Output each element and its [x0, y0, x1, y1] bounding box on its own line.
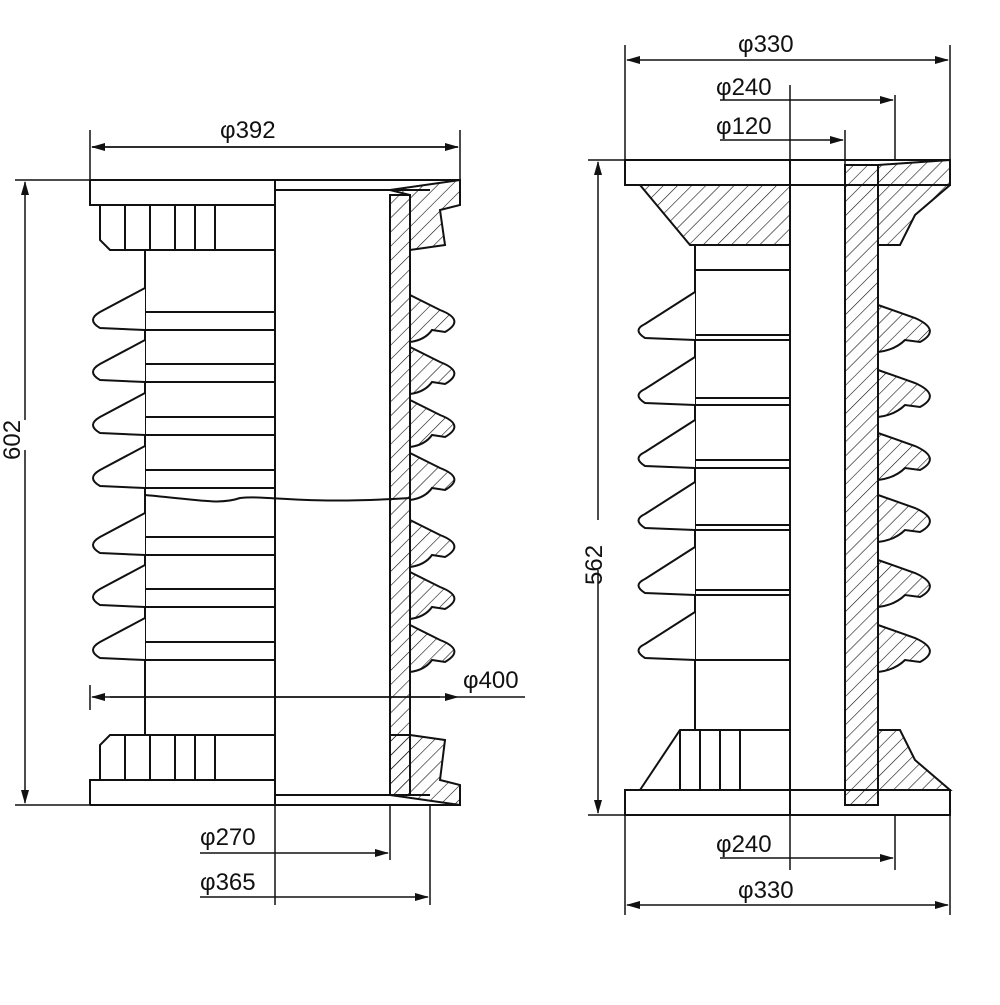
right-shed	[637, 524, 790, 596]
left-section-sheds	[409, 293, 456, 674]
right-shed	[637, 269, 790, 341]
left-shed	[92, 339, 275, 383]
left-shed	[92, 512, 275, 556]
right-section-shed	[877, 623, 931, 674]
left-wall-section	[389, 194, 411, 796]
right-shed	[637, 397, 790, 469]
label-right-top-mid: φ240	[716, 74, 772, 101]
left-section-shed	[409, 451, 456, 502]
right-shed	[637, 589, 790, 661]
right-section-shed	[877, 431, 931, 482]
right-insulator	[624, 158, 953, 816]
right-section-shed	[877, 368, 931, 419]
left-insulator	[89, 178, 461, 807]
label-right-bottom-mid: φ240	[716, 831, 772, 858]
left-section-shed	[409, 518, 456, 569]
right-bottom-cone-section	[877, 729, 953, 791]
left-sheds	[92, 287, 275, 661]
label-left-inner: φ270	[200, 824, 256, 851]
right-section-shed	[877, 303, 931, 354]
right-section-shed	[877, 493, 931, 544]
label-left-height: 602	[0, 420, 26, 460]
label-left-shed: φ400	[463, 667, 519, 694]
label-right-height: 562	[581, 545, 608, 585]
left-shed	[92, 445, 275, 489]
right-bottom-flange	[624, 789, 951, 816]
left-shed	[92, 564, 275, 608]
left-top-flange-ribs	[124, 205, 216, 250]
right-section-shed	[877, 558, 931, 609]
right-top-cone-section	[877, 158, 951, 246]
right-wall-section	[844, 164, 879, 806]
label-left-top: φ392	[220, 117, 276, 144]
label-left-flange: φ365	[200, 869, 256, 896]
left-bottom-flange-ribs	[124, 735, 216, 780]
left-section-shed	[409, 623, 456, 674]
label-right-bottom-outer: φ330	[738, 877, 794, 904]
left-section-shed	[409, 398, 456, 449]
left-section-shed	[409, 345, 456, 396]
right-shed	[637, 334, 790, 406]
left-break-line	[144, 494, 411, 503]
dimensions	[15, 45, 951, 915]
left-shed	[92, 617, 275, 661]
left-section-shed	[409, 570, 456, 621]
label-right-top-outer: φ330	[738, 31, 794, 58]
right-shed	[637, 459, 790, 531]
dimension-labels: φ392 602 φ400 φ270 φ365 φ330 φ240 φ120 5…	[0, 31, 794, 904]
right-top-cone	[637, 184, 791, 246]
label-right-top-inner: φ120	[716, 113, 772, 140]
left-shed	[92, 287, 275, 331]
right-bottom-cone	[639, 729, 790, 791]
right-section-sheds	[877, 303, 931, 674]
right-sheds	[637, 269, 790, 661]
left-shed	[92, 392, 275, 436]
left-section-shed	[409, 293, 456, 344]
